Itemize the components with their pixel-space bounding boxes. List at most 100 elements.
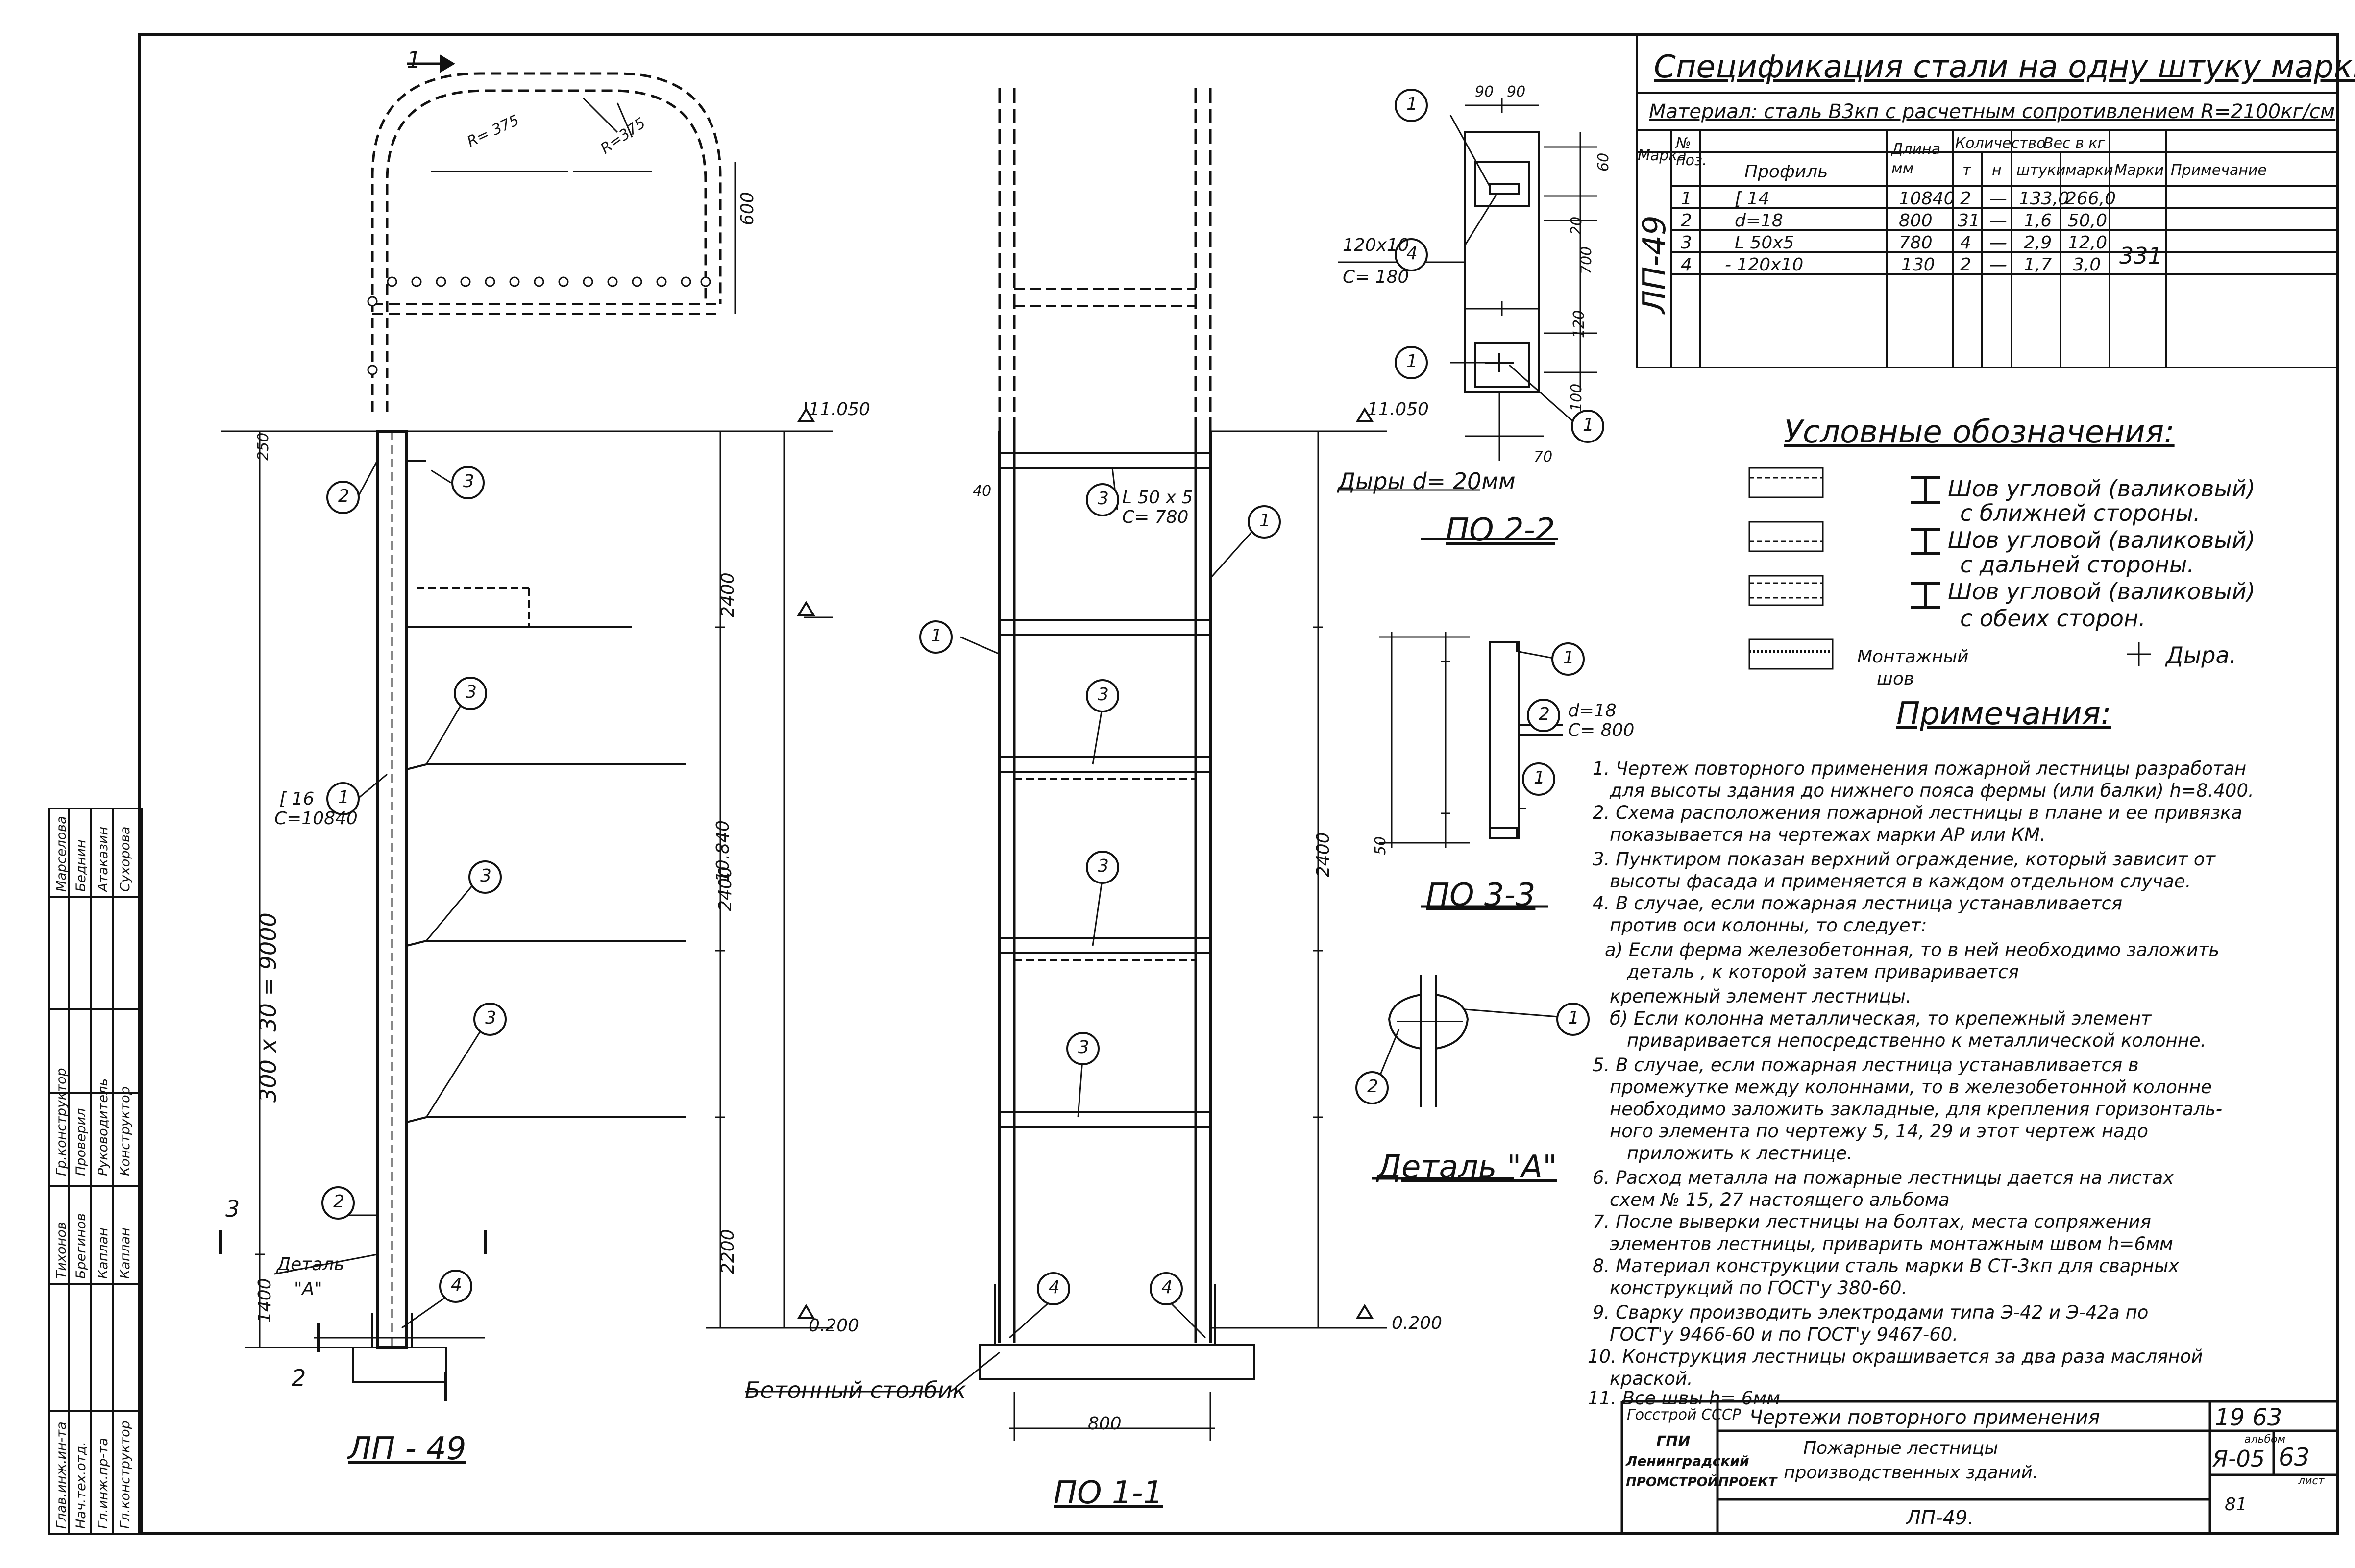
sheet-frame [138,33,2339,1535]
dim-2200: 2200 [718,1229,738,1274]
dim-2400a: 2400 [718,572,738,617]
spec-material: Материал: сталь В3кп с расчетным сопроти… [1649,100,2335,123]
hdr-weight: Вес в кг [2043,135,2106,152]
row-piece: 1,6 [2024,211,2052,231]
level-bottom: 0.200 [809,1316,859,1336]
row-n: — [1989,189,2007,209]
channel-note-2: С=10840 [274,808,358,829]
stamp-name: Каплан [118,1227,133,1279]
level-top-2: 11.050 [1367,399,1429,419]
balloon-number: 3 [466,682,477,702]
dim-250: 250 [255,432,272,461]
hdr-w-marks: Марки [2114,162,2164,179]
row-mark: 3,0 [2073,255,2101,275]
sec11-label: ПО 1-1 [1054,1475,1163,1511]
sec-mark-3: 3 [225,1196,240,1222]
balloon-number: 4 [1406,244,1418,264]
hdr-pos: № поз. [1676,135,1707,169]
hdr-qty: Количество [1955,135,2046,152]
tb-desc1: Чертежи повторного применения [1749,1406,2100,1429]
note-line: краской. [1610,1368,1693,1389]
legend-item-3a: Шов угловой (валиковый) [1948,578,2256,605]
balloon-number: 1 [1534,768,1545,788]
balloon-number: 3 [1098,685,1109,705]
stamp-role: Гл.конструктор [118,1421,133,1529]
note-line: для высоты здания до нижнего пояса фермы… [1610,780,2254,801]
plate-note-1: 120x10 [1343,235,1409,255]
tb-sheet-label: лист [2298,1475,2325,1487]
stamp-name: Каплан [96,1227,111,1279]
balloon-number: 2 [338,486,349,506]
hdr-qty-n: н [1992,162,2002,179]
stamp-role: Гр.конструктор [54,1068,69,1176]
legend-item-3b: с обеих сторон. [1960,605,2146,632]
tb-org3: Ленинградский [1626,1453,1749,1469]
elev-main-label: ЛП - 49 [348,1431,466,1467]
note-line: схем № 15, 27 настоящего альбома [1610,1189,1950,1210]
row-piece: 1,7 [2024,255,2052,275]
row-length: 780 [1899,233,1933,253]
section-1-1 [745,88,1387,1441]
note-line: приложить к лестнице. [1627,1143,1853,1164]
tb-desc3: производственных зданий. [1784,1463,2038,1483]
plate-note-2: С= 180 [1343,267,1409,287]
spec-mark-value: ЛП-49 [1637,215,1673,314]
dim-600: 600 [737,192,758,225]
note-line: 11. Все швы h= 6мм [1588,1388,1781,1409]
hdr-profile: Профиль [1744,162,1828,182]
legend-mount-seam-2: шов [1877,669,1914,689]
dim-120: 120 [1570,310,1588,338]
sec-mark-1: 1 [407,47,421,73]
note-line: высоты фасада и применяется в каждом отд… [1610,871,2191,892]
sec22-label: ПО 2-2 [1446,512,1555,548]
balloon-number: 1 [1563,648,1574,668]
note-line: 4. В случае, если пожарная лестница уста… [1593,893,2123,914]
tb-sheet-sub: 81 [2225,1494,2247,1515]
notes-title: Примечания: [1896,696,2111,732]
note-line: приваривается непосредственно к металлич… [1627,1030,2207,1051]
note-line: 10. Конструкция лестницы окрашивается за… [1588,1346,2203,1367]
note-line: элементов лестницы, приварить монтажным … [1610,1233,2173,1254]
note-line: необходимо заложить закладные, для крепл… [1610,1099,2223,1120]
stamp-name: Марселова [54,816,69,892]
legend-hole: Дыра. [2166,642,2237,668]
elevation-lp49 [219,54,833,1401]
row-length: 130 [1901,255,1935,275]
dim-2400c: 2400 [1313,832,1333,877]
note-line: 3. Пунктиром показан верхний ограждение,… [1593,849,2216,870]
stamp-role: Глав.инж.ин-та [54,1421,69,1529]
row-profile: [ 14 [1735,189,1770,209]
note-line: 5. В случае, если пожарная лестница уста… [1593,1054,2139,1076]
hdr-mark: Марка [1638,147,1687,164]
legend-item-2a: Шов угловой (валиковый) [1948,527,2256,553]
row-piece: 133,0 [2019,189,2070,209]
spec-table [1636,34,2337,368]
row-pos: 1 [1681,189,1692,209]
balloon-number: 2 [1539,704,1550,724]
angle-note-1: L 50 x 5 [1122,488,1193,508]
balloon-number: 4 [451,1275,462,1295]
detail-a [1372,975,1559,1180]
row-pos: 3 [1681,233,1692,253]
spec-title: Спецификация стали на одну штуку марки. [1654,49,2355,85]
dim-60: 60 [1595,152,1612,172]
detail-label: Деталь "А" [1377,1149,1557,1185]
balloon-number: 1 [338,787,349,808]
hdr-qty-t: т [1962,162,1971,179]
row-length: 800 [1899,211,1933,231]
hdr-w-piece: штуки [2016,162,2066,179]
sec-mark-2: 2 [292,1365,306,1391]
tb-org1: Госстрой СССР [1627,1406,1741,1423]
row-n: — [1989,233,2007,253]
dim-2400b: 2400 [715,866,736,911]
tb-org2: ГПИ [1656,1433,1691,1450]
position-balloons [321,89,1604,1305]
note-line: 1. Чертеж повторного применения пожарной… [1593,758,2247,779]
row-profile: d=18 [1735,211,1783,231]
balloon-number: 2 [333,1192,344,1212]
note-line: 2. Схема расположения пожарной лестницы … [1593,802,2242,823]
dim-50: 50 [1372,836,1389,855]
detail-ref-2: "А" [294,1279,322,1299]
hdr-length: Длина мм [1891,141,1941,177]
